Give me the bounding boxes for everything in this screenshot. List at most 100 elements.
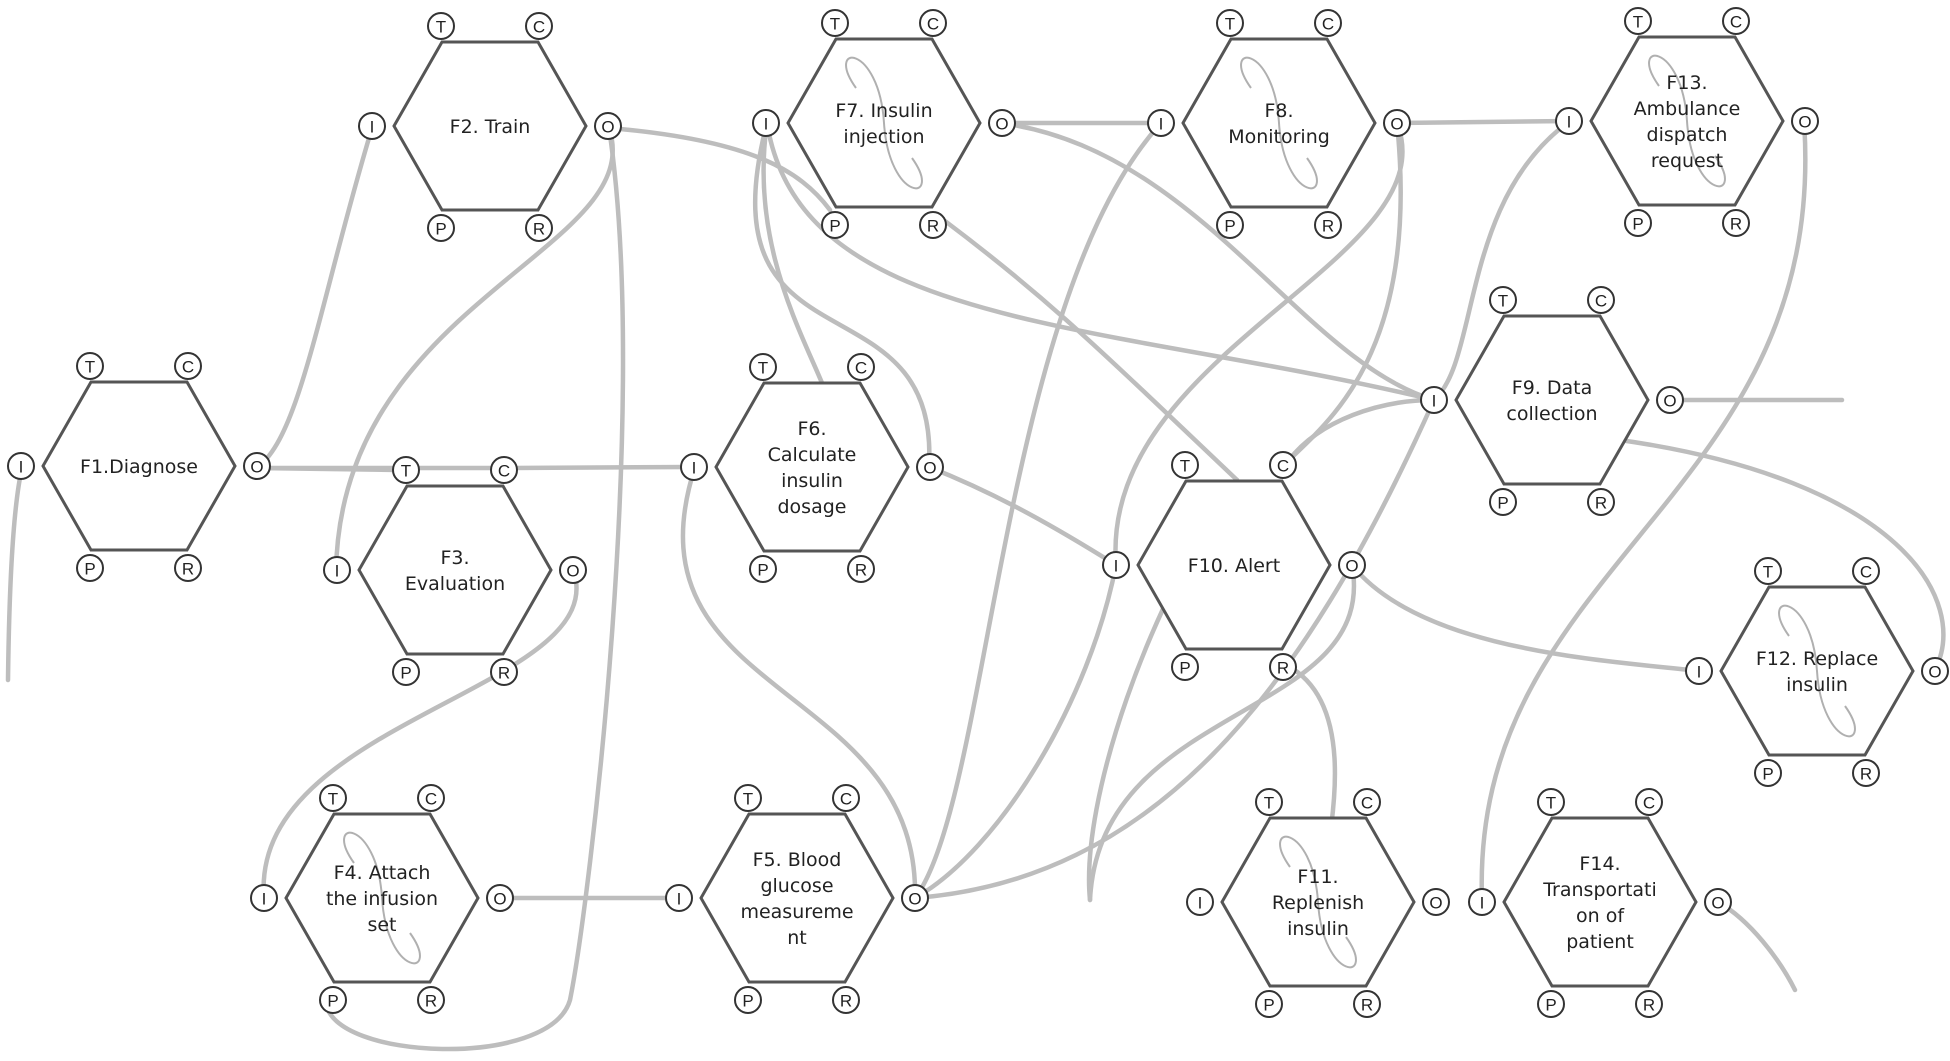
- port-o-f11[interactable]: O: [1422, 888, 1450, 916]
- port-c-f14[interactable]: C: [1635, 788, 1663, 816]
- port-p-f10[interactable]: P: [1171, 653, 1199, 681]
- port-r-f3[interactable]: R: [490, 658, 518, 686]
- port-i-f7[interactable]: I: [752, 109, 780, 137]
- port-p-f5[interactable]: P: [734, 986, 762, 1014]
- port-t-f1[interactable]: T: [76, 352, 104, 380]
- port-r-f5[interactable]: R: [832, 986, 860, 1014]
- port-o-f6[interactable]: O: [916, 453, 944, 481]
- port-p-f12[interactable]: P: [1754, 759, 1782, 787]
- port-r-f4[interactable]: R: [417, 986, 445, 1014]
- port-i-f1[interactable]: I: [7, 452, 35, 480]
- port-c-f9[interactable]: C: [1587, 286, 1615, 314]
- port-t-f2[interactable]: T: [427, 12, 455, 40]
- port-c-f6[interactable]: C: [847, 353, 875, 381]
- port-p-f4[interactable]: P: [319, 986, 347, 1014]
- port-t-f9[interactable]: T: [1489, 286, 1517, 314]
- port-t-f14[interactable]: T: [1537, 788, 1565, 816]
- port-i-f5[interactable]: I: [665, 884, 693, 912]
- port-c-f2[interactable]: C: [525, 12, 553, 40]
- port-r-f8[interactable]: R: [1314, 211, 1342, 239]
- port-p-f2[interactable]: P: [427, 214, 455, 242]
- port-r-f1[interactable]: R: [174, 554, 202, 582]
- port-c-f4[interactable]: C: [417, 784, 445, 812]
- port-p-f9[interactable]: P: [1489, 488, 1517, 516]
- port-i-f11[interactable]: I: [1186, 888, 1214, 916]
- port-c-f11[interactable]: C: [1353, 788, 1381, 816]
- port-t-f7[interactable]: T: [821, 9, 849, 37]
- port-i-f3[interactable]: I: [323, 556, 351, 584]
- port-r-f13[interactable]: R: [1722, 209, 1750, 237]
- port-c-f13[interactable]: C: [1722, 7, 1750, 35]
- port-r-f14[interactable]: R: [1635, 990, 1663, 1018]
- port-t-f5[interactable]: T: [734, 784, 762, 812]
- port-t-f6[interactable]: T: [749, 353, 777, 381]
- port-i-f14[interactable]: I: [1468, 888, 1496, 916]
- port-o-f9[interactable]: O: [1656, 386, 1684, 414]
- port-c-f12[interactable]: C: [1852, 557, 1880, 585]
- port-c-f3[interactable]: C: [490, 456, 518, 484]
- port-t-f8[interactable]: T: [1216, 9, 1244, 37]
- port-i-f12[interactable]: I: [1685, 657, 1713, 685]
- port-p-f8[interactable]: P: [1216, 211, 1244, 239]
- port-i-f8[interactable]: I: [1147, 109, 1175, 137]
- port-t-f3[interactable]: T: [392, 456, 420, 484]
- port-t-f13[interactable]: T: [1624, 7, 1652, 35]
- port-o-f3[interactable]: O: [559, 556, 587, 584]
- port-p-f14[interactable]: P: [1537, 990, 1565, 1018]
- port-o-f2[interactable]: O: [594, 112, 622, 140]
- port-t-f4[interactable]: T: [319, 784, 347, 812]
- port-r-f7[interactable]: R: [919, 211, 947, 239]
- port-c-f8[interactable]: C: [1314, 9, 1342, 37]
- port-r-f9[interactable]: R: [1587, 488, 1615, 516]
- port-o-f4[interactable]: O: [486, 884, 514, 912]
- port-p-f3[interactable]: P: [392, 658, 420, 686]
- port-c-f7[interactable]: C: [919, 9, 947, 37]
- port-o-f14[interactable]: O: [1704, 888, 1732, 916]
- port-p-f13[interactable]: P: [1624, 209, 1652, 237]
- port-c-f1[interactable]: C: [174, 352, 202, 380]
- port-o-f5[interactable]: O: [901, 884, 929, 912]
- port-o-f10[interactable]: O: [1338, 551, 1366, 579]
- port-i-f2[interactable]: I: [358, 112, 386, 140]
- port-o-f13[interactable]: O: [1791, 107, 1819, 135]
- port-p-f7[interactable]: P: [821, 211, 849, 239]
- port-p-f6[interactable]: P: [749, 555, 777, 583]
- port-i-f4[interactable]: I: [250, 884, 278, 912]
- port-p-f11[interactable]: P: [1255, 990, 1283, 1018]
- port-circle: [1624, 209, 1652, 237]
- port-i-f9[interactable]: I: [1420, 386, 1448, 414]
- port-t-f10[interactable]: T: [1171, 451, 1199, 479]
- port-r-f2[interactable]: R: [525, 214, 553, 242]
- port-r-f10[interactable]: R: [1269, 653, 1297, 681]
- port-i-f10[interactable]: I: [1102, 551, 1130, 579]
- port-o-f8[interactable]: O: [1383, 109, 1411, 137]
- port-i-f6[interactable]: I: [680, 453, 708, 481]
- port-c-f5[interactable]: C: [832, 784, 860, 812]
- port-r-f12[interactable]: R: [1852, 759, 1880, 787]
- port-o-f7[interactable]: O: [988, 109, 1016, 137]
- port-o-f1[interactable]: O: [243, 452, 271, 480]
- port-t-f11[interactable]: T: [1255, 788, 1283, 816]
- port-r-f6[interactable]: R: [847, 555, 875, 583]
- port-o-f12[interactable]: O: [1921, 657, 1949, 685]
- port-p-f1[interactable]: P: [76, 554, 104, 582]
- port-c-f10[interactable]: C: [1269, 451, 1297, 479]
- port-i-f13[interactable]: I: [1555, 107, 1583, 135]
- port-r-f11[interactable]: R: [1353, 990, 1381, 1018]
- port-letter: O: [250, 458, 263, 477]
- port-t-f12[interactable]: T: [1754, 557, 1782, 585]
